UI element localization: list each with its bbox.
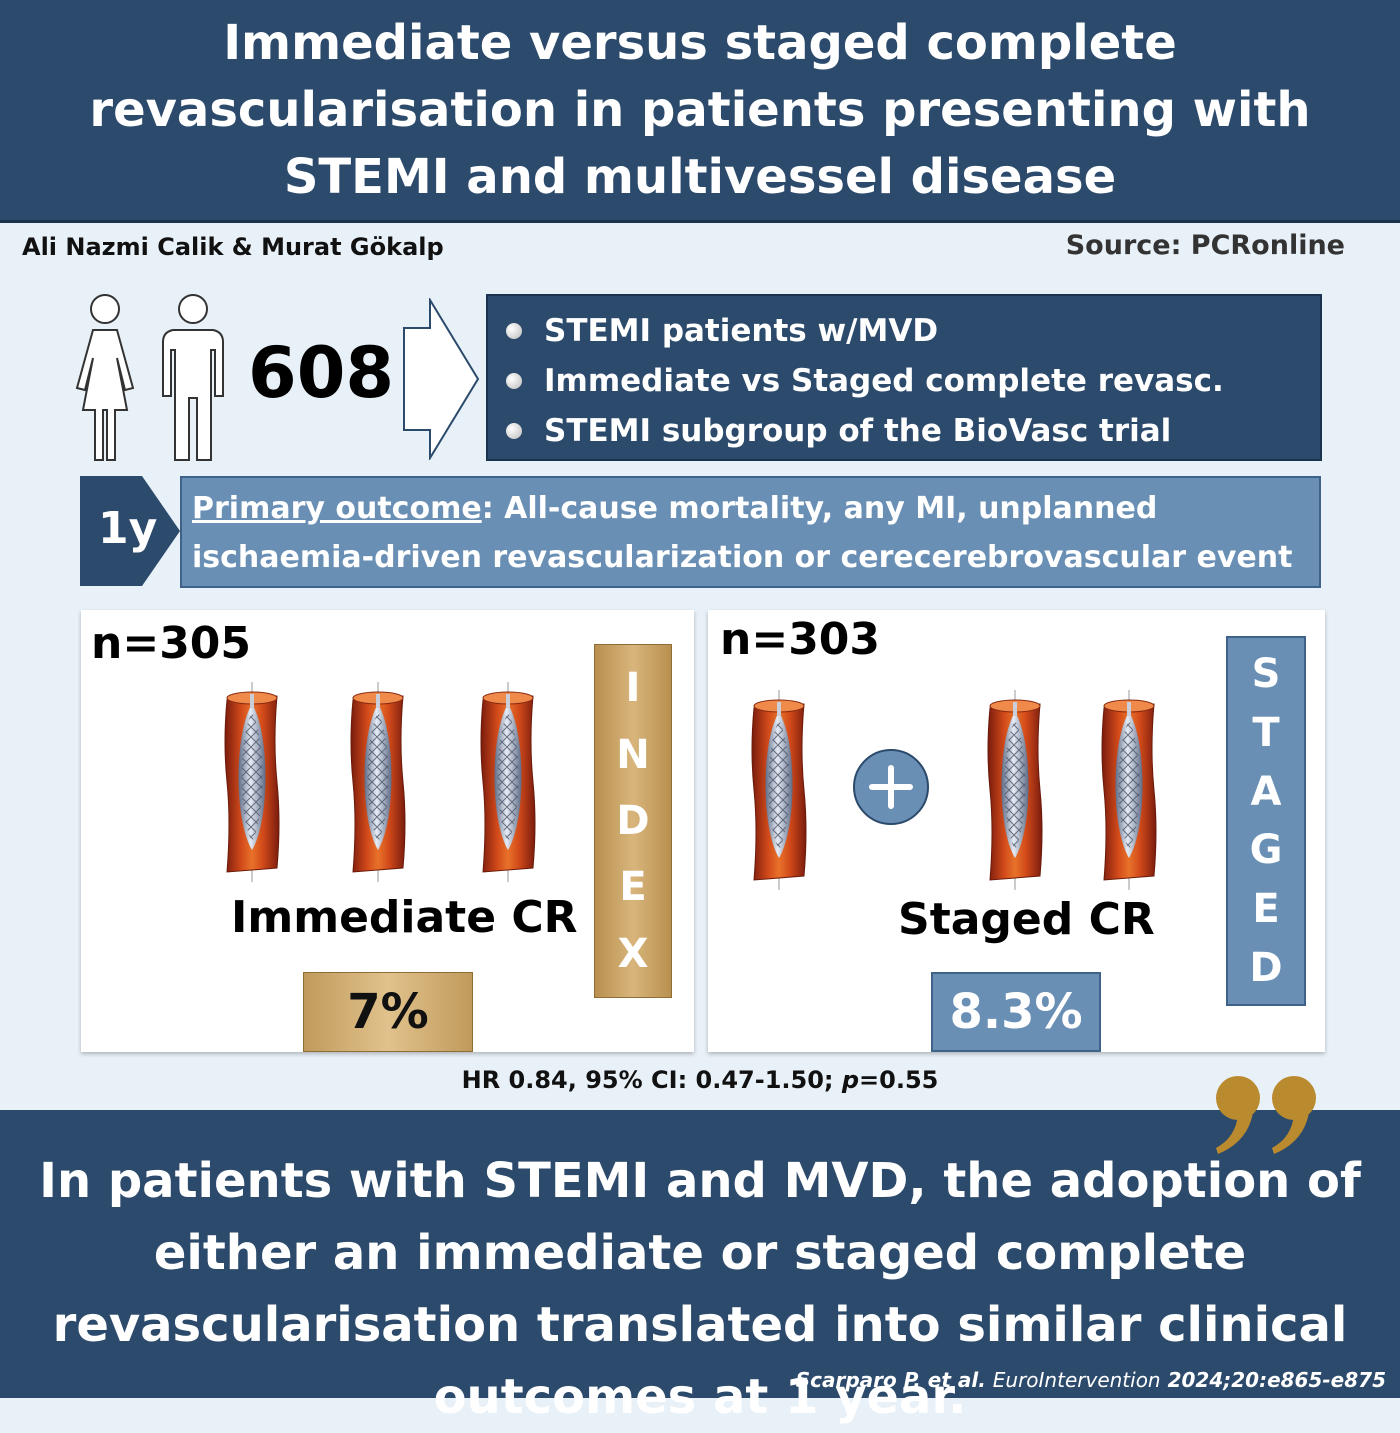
p-value: =0.55 [859, 1066, 939, 1094]
right-arrow-icon [403, 298, 480, 460]
bullet-icon [506, 323, 522, 339]
stented-vessel-icon [347, 682, 409, 882]
staged-letter: S [1251, 650, 1281, 697]
index-vertical-label: I N D E X [594, 644, 672, 998]
follow-up-duration: 1y [98, 503, 158, 554]
staged-cr-label: Staged CR [898, 894, 1155, 945]
immediate-cr-panel: n=305 Immediate CR I N D E X 7% [81, 610, 694, 1052]
stented-vessel-icon [477, 682, 539, 882]
citation: Scarparo P, et al. EuroIntervention 2024… [796, 1368, 1386, 1392]
staged-n: n=303 [720, 614, 881, 665]
immediate-event-rate: 7% [303, 972, 473, 1052]
staged-letter: D [1249, 945, 1283, 992]
conclusion-banner: In patients with STEMI and MVD, the adop… [0, 1110, 1400, 1425]
stented-vessel-icon [748, 690, 810, 890]
staged-letter: A [1250, 768, 1282, 815]
staged-cr-panel: n=303 Staged CR S T A G E D 8.3% [708, 610, 1325, 1052]
immediate-n: n=305 [91, 618, 252, 669]
stented-vessel-icon [221, 682, 283, 882]
closing-quote-icon [1216, 1076, 1316, 1154]
p-symbol: p [841, 1066, 860, 1094]
immediate-cr-label: Immediate CR [231, 892, 578, 943]
bullet-icon [506, 373, 522, 389]
conclusion-text: In patients with STEMI and MVD, the adop… [39, 1153, 1361, 1425]
staged-letter: G [1249, 827, 1283, 874]
study-point: STEMI subgroup of the BioVasc trial [502, 406, 1320, 456]
header-banner: Immediate versus staged complete revascu… [0, 0, 1400, 223]
index-letter: I [625, 665, 641, 712]
study-point: Immediate vs Staged complete revasc. [502, 356, 1320, 406]
citation-journal: EuroIntervention [992, 1368, 1161, 1392]
study-point-text: STEMI subgroup of the BioVasc trial [544, 413, 1172, 449]
index-letter: N [616, 731, 650, 778]
citation-authors: Scarparo P, et al. [795, 1368, 993, 1392]
stented-vessel-icon [1098, 690, 1160, 890]
index-letter: E [619, 864, 647, 911]
primary-outcome-label: Primary outcome [192, 491, 482, 526]
primary-outcome-box: Primary outcome: All-cause mortality, an… [180, 476, 1321, 588]
staged-letter: T [1252, 709, 1280, 756]
total-patients-count: 608 [248, 332, 395, 414]
follow-up-chevron [80, 476, 180, 586]
page-title: Immediate versus staged complete revascu… [89, 15, 1311, 205]
study-design-box: STEMI patients w/MVD Immediate vs Staged… [486, 294, 1322, 461]
study-point-text: Immediate vs Staged complete revasc. [544, 363, 1224, 399]
staged-event-rate: 8.3% [931, 972, 1101, 1052]
staged-letter: E [1252, 886, 1280, 933]
index-letter: D [616, 797, 650, 844]
authors: Ali Nazmi Calik & Murat Gökalp [22, 233, 444, 261]
female-and-male-person-icon [75, 294, 224, 461]
hazard-ratio-stats: HR 0.84, 95% CI: 0.47-1.50; p=0.55 [0, 1066, 1400, 1094]
staged-vertical-label: S T A G E D [1226, 636, 1306, 1006]
source-credit: Source: PCRonline [1065, 230, 1345, 261]
bullet-icon [506, 423, 522, 439]
study-point: STEMI patients w/MVD [502, 306, 1320, 356]
study-point-text: STEMI patients w/MVD [544, 313, 939, 349]
stented-vessel-icon [984, 690, 1046, 890]
index-letter: X [617, 930, 649, 977]
primary-outcome-text: : All-cause mortality, any MI, unplanned… [192, 491, 1293, 575]
plus-icon [853, 749, 929, 825]
hazard-ratio-text: HR 0.84, 95% CI: 0.47-1.50; [461, 1066, 842, 1094]
citation-ref: 2024;20:e865-e875 [1160, 1368, 1386, 1392]
